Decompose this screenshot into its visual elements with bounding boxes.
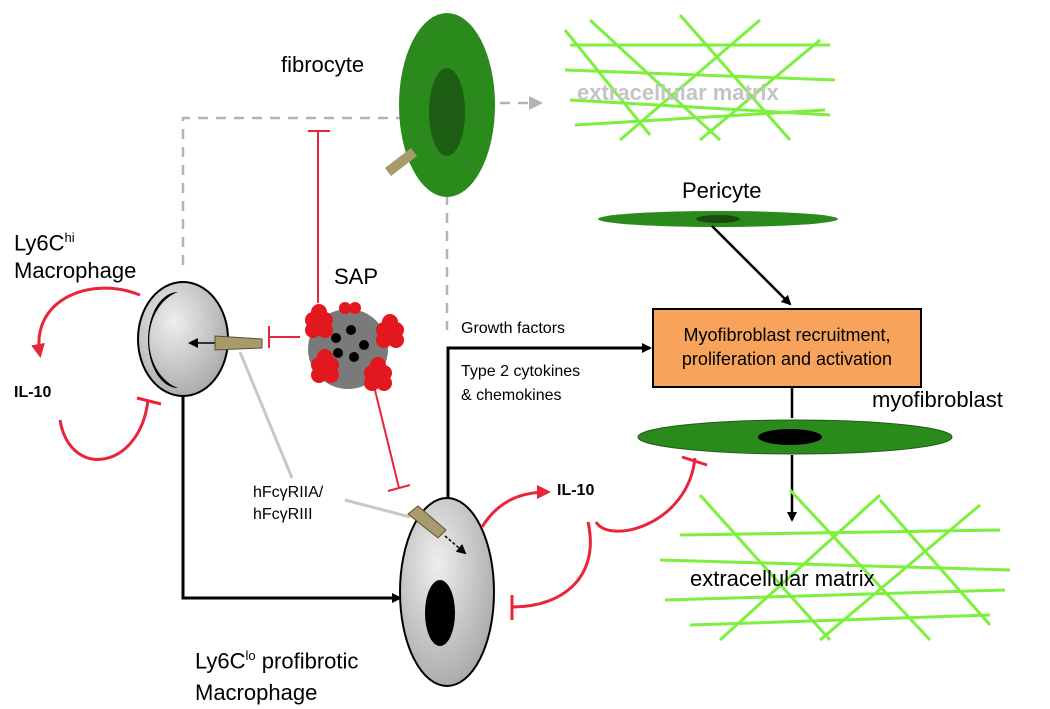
il10-left-inhibition-bar xyxy=(136,396,162,406)
ly6c-hi-label-line2: Macrophage xyxy=(14,258,137,284)
il10-right-to-myofibroblast-inhibition xyxy=(594,457,697,533)
pericyte-label: Pericyte xyxy=(682,178,762,203)
il10-right-label: IL-10 xyxy=(557,482,595,499)
ly6c-lo-receptor xyxy=(407,505,447,539)
ecm-top-fibers xyxy=(563,14,836,142)
il10-left-label: IL-10 xyxy=(14,384,52,401)
receptor-pointer-lines xyxy=(238,351,411,519)
receptor-label-line1: hFcγRIIA/ xyxy=(253,484,324,501)
sap-pentamer xyxy=(305,302,404,391)
ly6c-hi-label: Ly6Chi Macrophage xyxy=(14,224,136,285)
growth-factors-label: Growth factors xyxy=(461,320,566,337)
fibrocyte-label: fibrocyte xyxy=(281,52,365,77)
il10-right-to-macrophage-inhibition xyxy=(511,521,592,609)
sap-inhibition-lines xyxy=(268,130,411,492)
macrophage-conversion-arrow xyxy=(181,396,402,603)
myofibroblast-label: myofibroblast xyxy=(872,387,1003,412)
ecm-top-label: extracellular matrix xyxy=(577,80,779,105)
ly6c-hi-label-main: Ly6C xyxy=(14,230,65,256)
pericyte-to-box-arrow xyxy=(711,225,792,306)
ly6c-lo-nucleus xyxy=(425,580,455,646)
ly6c-lo-label-sup: lo xyxy=(245,648,256,663)
ecm-bottom-label: extracellular matrix xyxy=(690,566,875,591)
receptor-label: hFcγRIIA/ hFcγRIII xyxy=(253,482,323,526)
ecm-bottom-fibers xyxy=(659,488,1011,642)
type2-cytokines-line1: Type 2 cytokines xyxy=(461,363,581,380)
il10-right-myofibroblast-bar xyxy=(681,455,708,467)
receptor-label-line2: hFcγRIII xyxy=(253,506,313,523)
ly6c-lo-label-rest: profibrotic xyxy=(255,648,359,674)
pericyte-nucleus xyxy=(696,215,740,223)
fibrocyte-nucleus xyxy=(429,68,465,156)
ly6c-hi-label-sup: hi xyxy=(64,230,75,245)
myofibroblast-recruitment-box xyxy=(652,308,922,388)
il10-left-inhibition-curve xyxy=(58,399,150,461)
il10-left-stimulation-arrow xyxy=(31,286,141,358)
myofibroblast-box-text: Myofibroblast recruitment, proliferation… xyxy=(681,325,893,369)
type2-cytokines-line2: & chemokines xyxy=(461,387,562,404)
ly6c-hi-receptor xyxy=(214,335,263,351)
fibrocyte-pathway xyxy=(181,96,543,330)
growth-factors-arrow xyxy=(446,343,652,502)
ly6c-lo-internal-arrow xyxy=(444,535,467,555)
ly6c-lo-label: Ly6Clo profibrotic Macrophage xyxy=(195,640,358,709)
il10-right-stimulation-arrow xyxy=(480,485,551,528)
sap-label: SAP xyxy=(334,264,379,289)
ly6c-lo-label-main: Ly6C xyxy=(195,648,246,674)
fibrocyte-receptor xyxy=(384,148,418,176)
myofibroblast-nucleus xyxy=(758,429,822,445)
ly6c-lo-label-line2: Macrophage xyxy=(195,680,318,706)
type2-cytokines-label: Type 2 cytokines & chemokines xyxy=(461,360,580,408)
